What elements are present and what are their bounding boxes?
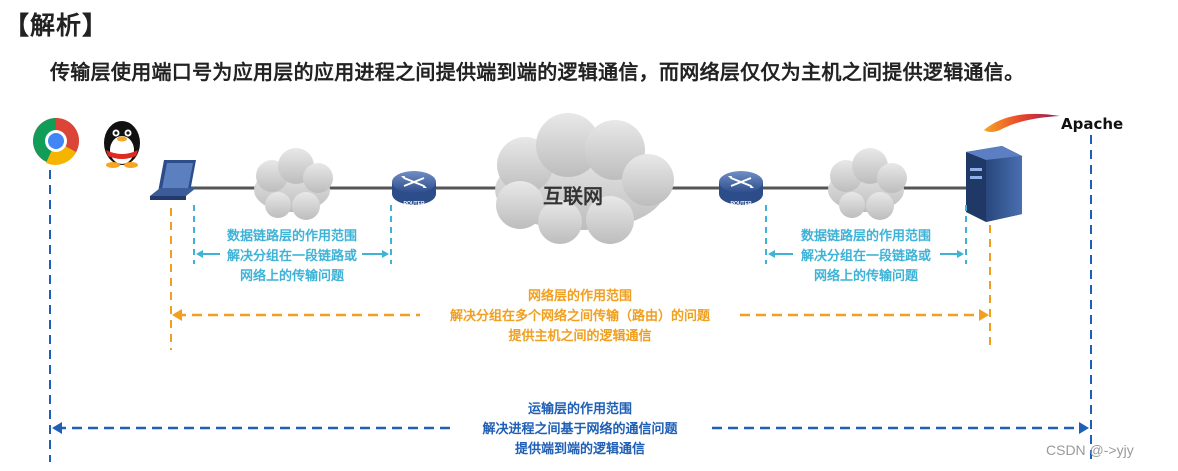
datalink-left-text: 数据链路层的作用范围 解决分组在一段链路或 网络上的传输问题 [196, 227, 388, 287]
network-scope-line-2: 解决分组在多个网络之间传输（路由）的问题 [449, 309, 710, 324]
datalink-left-line-1: 数据链路层的作用范围 [226, 229, 357, 244]
internet-label: 互联网 [543, 184, 603, 208]
router-right [719, 171, 763, 205]
transport-scope-line-2: 解决进程之间基于网络的通信问题 [482, 422, 678, 437]
watermark: CSDN @->yjy [1046, 442, 1134, 458]
internet-cloud [495, 113, 674, 244]
network-scope-arrow [172, 309, 989, 321]
apache-feather-icon [984, 113, 1060, 132]
network-scope-text: 网络层的作用范围 解决分组在多个网络之间传输（路由）的问题 提供主机之间的逻辑通… [380, 287, 780, 347]
server-icon [966, 146, 1022, 222]
datalink-right-line-3: 网络上的传输问题 [813, 269, 918, 284]
chrome-icon [33, 118, 79, 165]
datalink-right-line-1: 数据链路层的作用范围 [800, 229, 931, 244]
router-left [392, 171, 436, 205]
qq-icon [104, 121, 140, 168]
transport-scope-arrow [52, 422, 1089, 434]
datalink-left-line-3: 网络上的传输问题 [239, 269, 344, 284]
transport-scope-text: 运输层的作用范围 解决进程之间基于网络的通信问题 提供端到端的逻辑通信 [430, 400, 730, 460]
cloud-left [254, 148, 333, 220]
datalink-right-text: 数据链路层的作用范围 解决分组在一段链路或 网络上的传输问题 [769, 227, 963, 287]
datalink-right-arrow [768, 250, 964, 258]
router-left-label: ROUTER [403, 201, 425, 207]
datalink-left-arrow [196, 250, 389, 258]
laptop-icon [150, 160, 196, 200]
cloud-right [828, 148, 907, 220]
transport-scope-line-3: 提供端到端的逻辑通信 [514, 442, 645, 457]
router-right-label: ROUTER [730, 201, 752, 207]
transport-scope-line-1: 运输层的作用范围 [527, 402, 632, 417]
datalink-right-line-2: 解决分组在一段链路或 [800, 249, 931, 264]
network-scope-line-3: 提供主机之间的逻辑通信 [508, 329, 652, 344]
network-scope-line-1: 网络层的作用范围 [527, 289, 632, 304]
datalink-left-line-2: 解决分组在一段链路或 [226, 249, 357, 264]
heading: 【解析】 [4, 11, 109, 40]
apache-label: Apache [1061, 115, 1124, 133]
subtitle: 传输层使用端口号为应用层的应用进程之间提供端到端的逻辑通信，而网络层仅仅为主机之… [50, 60, 1025, 84]
